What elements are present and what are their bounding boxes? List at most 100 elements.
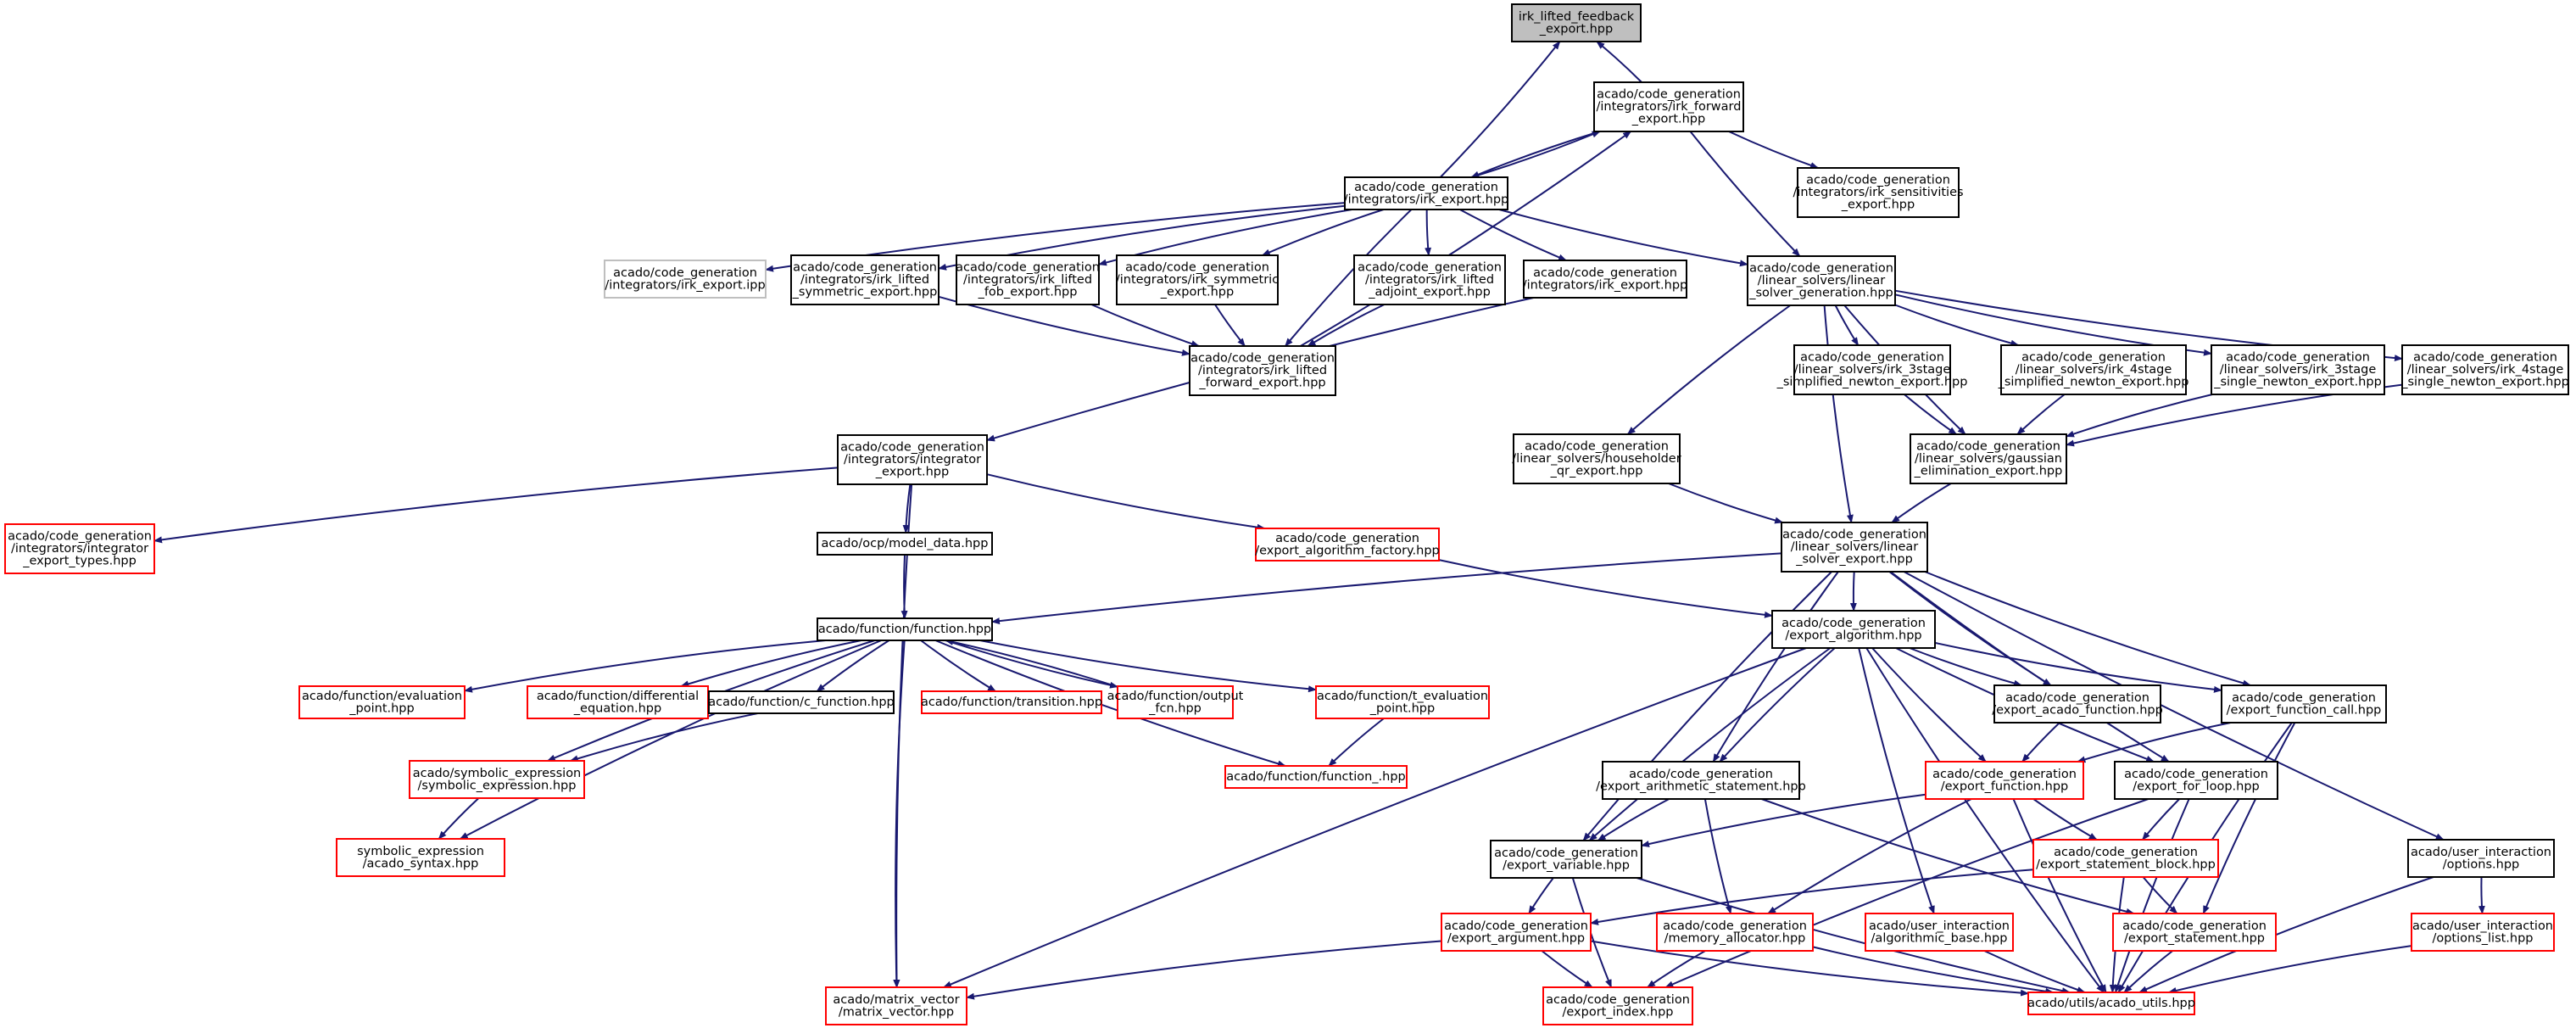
edge-memalloc-to-expindex	[1647, 950, 1706, 988]
edge-expalg-to-expfncall	[1934, 641, 2222, 693]
node-liftadj[interactable]: acado/code_generation/integrators/irk_li…	[1353, 254, 1506, 305]
edge-lsgen-to-irk3simp	[1834, 304, 1860, 346]
node-arith[interactable]: acado/code_generation/export_arithmetic_…	[1596, 761, 1806, 800]
node-acadosyntax-label-line: symbolic_expression	[357, 845, 484, 858]
node-expfncall[interactable]: acado/code_generation/export_function_ca…	[2221, 684, 2387, 724]
node-expacadofn[interactable]: acado/code_generation/export_acado_funct…	[1992, 684, 2163, 724]
node-expfunc[interactable]: acado/code_generation/export_function.hp…	[1925, 761, 2084, 800]
edge-expalg-to-arith	[1719, 647, 1836, 763]
node-liftfwd[interactable]: acado/code_generation/integrators/irk_li…	[1189, 345, 1336, 396]
node-optslist-label-line: acado/user_interaction	[2412, 919, 2553, 933]
node-irk3sing[interactable]: acado/code_generation/linear_solvers/irk…	[2211, 344, 2385, 395]
node-tevalpt[interactable]: acado/function/t_evaluation_point.hpp	[1315, 685, 1490, 719]
node-expstmt[interactable]: acado/code_generation/export_statement.h…	[2112, 913, 2277, 952]
node-useropts-box	[2407, 839, 2555, 878]
node-expvar[interactable]: acado/code_generation/export_variable.hp…	[1490, 840, 1642, 879]
node-liftfob[interactable]: acado/code_generation/integrators/irk_li…	[956, 254, 1100, 305]
node-stmtblock[interactable]: acado/code_generation/export_statement_b…	[2032, 839, 2219, 878]
node-irksens-box	[1797, 167, 1960, 218]
node-househ[interactable]: acado/code_generation/linear_solvers/hou…	[1512, 433, 1681, 484]
node-transition-box	[921, 690, 1102, 714]
edge-stmtblock-to-exparg	[1590, 869, 2034, 925]
node-liftsym[interactable]: acado/code_generation/integrators/irk_li…	[790, 254, 940, 305]
node-forloop-label-line: /export_for_loop.hpp	[2133, 779, 2259, 793]
node-irksens[interactable]: acado/code_generation/integrators/irk_se…	[1793, 167, 1964, 218]
edge-lsexp-to-expvar	[1582, 571, 1832, 841]
node-cfunc[interactable]: acado/function/c_function.hpp	[708, 690, 895, 714]
node-integtypes[interactable]: acado/code_generation/integrators/integr…	[4, 523, 155, 574]
node-liftadj-label-line: /integrators/irk_lifted	[1365, 273, 1494, 287]
node-root-box	[1511, 3, 1642, 42]
node-liftfob-label-line: /integrators/irk_lifted	[963, 273, 1092, 287]
node-memalloc[interactable]: acado/code_generation/memory_allocator.h…	[1656, 913, 1814, 952]
node-irksym-label-line: acado/code_generation	[1125, 261, 1269, 275]
node-irksym[interactable]: acado/code_generation/integrators/irk_sy…	[1116, 254, 1279, 305]
edge-lsgen-to-lsexp	[1823, 304, 1854, 523]
edge-algfact-to-expalg	[1438, 559, 1773, 618]
edge-irkexp-to-liftfwd	[1285, 209, 1413, 347]
node-outfcn[interactable]: acado/function/output_fcn.hpp	[1107, 685, 1244, 719]
node-useropts[interactable]: acado/user_interaction/options.hpp	[2407, 839, 2555, 878]
node-cfunc-label-line: acado/function/c_function.hpp	[708, 696, 894, 709]
node-modeldata[interactable]: acado/ocp/model_data.hpp	[817, 532, 993, 556]
dependency-edges	[153, 41, 2485, 1000]
edge-expfunc-to-memalloc	[1767, 798, 1972, 914]
node-transition[interactable]: acado/function/transition.hpp	[921, 690, 1102, 714]
node-lsexp[interactable]: acado/code_generation/linear_solvers/lin…	[1781, 522, 1928, 573]
edge-integ-to-modeldata	[902, 483, 912, 534]
node-evalpt[interactable]: acado/function/evaluation_point.hpp	[298, 685, 466, 719]
node-irk3simp[interactable]: acado/code_generation/linear_solvers/irk…	[1776, 344, 1968, 395]
node-diffeq[interactable]: acado/function/differential_equation.hpp	[527, 685, 709, 719]
node-forloop[interactable]: acado/code_generation/export_for_loop.hp…	[2114, 761, 2278, 800]
node-optslist[interactable]: acado/user_interaction/options_list.hpp	[2411, 913, 2555, 952]
node-lsgen[interactable]: acado/code_generation/linear_solvers/lin…	[1747, 255, 1896, 306]
node-matvec[interactable]: acado/matrix_vector/matrix_vector.hpp	[825, 986, 967, 1025]
node-irkexp2[interactable]: acado/code_generation/integrators/irk_ex…	[1523, 260, 1688, 299]
edge-expfncall-to-expstmt	[2202, 722, 2296, 914]
node-irk4sing-box	[2401, 344, 2569, 395]
node-root[interactable]: irk_lifted_feedback_export.hpp	[1511, 3, 1642, 42]
node-integ[interactable]: acado/code_generation/integrators/integr…	[837, 434, 988, 485]
node-function[interactable]: acado/function/function.hpp	[817, 617, 993, 641]
node-irk4simp-label-line: acado/code_generation	[2021, 351, 2166, 365]
edge-liftfob-to-liftfwd	[1090, 304, 1200, 347]
node-irk4sing[interactable]: acado/code_generation/linear_solvers/irk…	[2400, 344, 2569, 395]
node-irk3simp-label-line: /linear_solvers/irk_3stage	[1794, 363, 1951, 377]
node-househ-label-line: /linear_solvers/householder	[1512, 452, 1681, 466]
node-expstmt-label-line: acado/code_generation	[2122, 919, 2267, 933]
node-acadosyntax[interactable]: symbolic_expression/acado_syntax.hpp	[336, 838, 505, 877]
node-algfact[interactable]: acado/code_generation/export_algorithm_f…	[1255, 528, 1440, 561]
edge-useropts-to-optslist	[2478, 876, 2485, 914]
node-liftfob-label-line: _fob_export.hpp	[978, 286, 1078, 299]
node-lsexp-box	[1781, 522, 1928, 573]
node-algobase[interactable]: acado/user_interaction/algorithmic_base.…	[1865, 913, 2014, 952]
edge-irksym-to-liftfwd	[1214, 304, 1246, 347]
node-irkfwd[interactable]: acado/code_generation/integrators/irk_fo…	[1593, 81, 1744, 132]
edge-expfunc-to-expvar	[1641, 793, 1926, 847]
node-liftfob-label-line: acado/code_generation	[956, 261, 1100, 275]
node-algfact-label-line: acado/code_generation	[1275, 532, 1419, 545]
node-useropts-label-line: /options.hpp	[2443, 858, 2520, 871]
edge-integ-to-algfact	[986, 473, 1266, 531]
edge-expalg-to-expacadofn	[1909, 647, 2022, 687]
node-irkexp[interactable]: acado/code_generation/integrators/irk_ex…	[1344, 176, 1509, 210]
edge-exparg-to-expindex	[1541, 950, 1593, 988]
node-acadosyntax-label-line: /acado_syntax.hpp	[363, 857, 479, 870]
node-func_[interactable]: acado/function/function_.hpp	[1224, 765, 1408, 789]
node-evalpt-box	[298, 685, 466, 719]
node-irk4simp[interactable]: acado/code_generation/linear_solvers/irk…	[1998, 344, 2189, 395]
node-exparg-label-line: /export_argument.hpp	[1447, 931, 1585, 945]
edge-memalloc-to-utils	[1812, 946, 2055, 995]
node-arith-label-line: acado/code_generation	[1629, 768, 1773, 781]
edge-function-to-acadosyntax	[459, 640, 882, 840]
node-symexpr[interactable]: acado/symbolic_expression/symbolic_expre…	[409, 760, 585, 799]
node-expindex[interactable]: acado/code_generation/export_index.hpp	[1542, 986, 1693, 1025]
node-arith-box	[1602, 761, 1800, 800]
node-gauss[interactable]: acado/code_generation/linear_solvers/gau…	[1910, 433, 2067, 484]
edge-arith-to-expvar	[1597, 798, 1670, 841]
node-irkipp[interactable]: acado/code_generation/integrators/irk_ex…	[604, 260, 767, 299]
node-expalg[interactable]: acado/code_generation/export_algorithm.h…	[1771, 610, 1936, 649]
node-function-box	[817, 617, 993, 641]
node-exparg[interactable]: acado/code_generation/export_argument.hp…	[1441, 913, 1592, 952]
node-utils[interactable]: acado/utils/acado_utils.hpp	[2027, 992, 2195, 1015]
